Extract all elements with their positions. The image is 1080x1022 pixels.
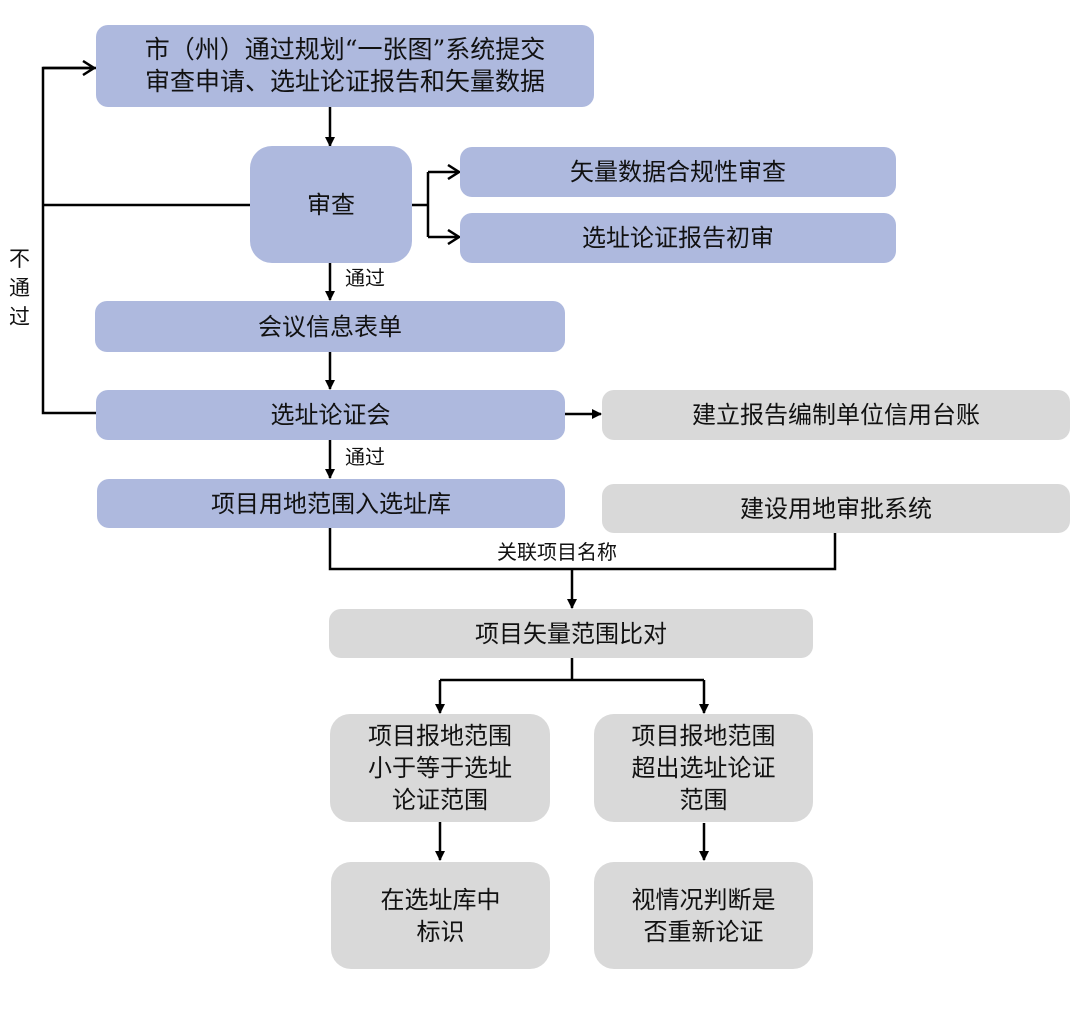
label-pass-2: 通过 <box>345 445 385 469</box>
split-line <box>440 658 704 682</box>
label-fail: 不 通 过 <box>9 247 30 329</box>
merge-line <box>328 528 837 571</box>
node-report-precheck: 选址论证报告初审 <box>460 213 896 263</box>
node-decide-reargue: 视情况判断是 否重新论证 <box>594 862 813 969</box>
node-vector-check: 矢量数据合规性审查 <box>460 147 896 197</box>
node-meeting-form: 会议信息表单 <box>95 301 565 352</box>
node-within-range: 项目报地范围 小于等于选址 论证范围 <box>330 714 550 822</box>
label-pass-1: 通过 <box>345 266 385 290</box>
node-submit: 市（州）通过规划“一张图”系统提交 审查申请、选址论证报告和矢量数据 <box>96 25 594 107</box>
node-approval-system: 建设用地审批系统 <box>602 484 1070 533</box>
node-mark-in-library: 在选址库中 标识 <box>331 862 550 969</box>
node-into-library: 项目用地范围入选址库 <box>97 479 565 528</box>
fail-loop-line <box>41 66 96 415</box>
review-branch-line <box>412 172 430 237</box>
node-exceed-range: 项目报地范围 超出选址论证 范围 <box>594 714 813 822</box>
node-vector-compare: 项目矢量范围比对 <box>329 609 813 658</box>
node-review: 审查 <box>250 146 412 263</box>
node-credit-ledger: 建立报告编制单位信用台账 <box>602 390 1070 440</box>
label-link-name: 关联项目名称 <box>497 540 617 564</box>
node-site-meeting: 选址论证会 <box>96 390 565 440</box>
